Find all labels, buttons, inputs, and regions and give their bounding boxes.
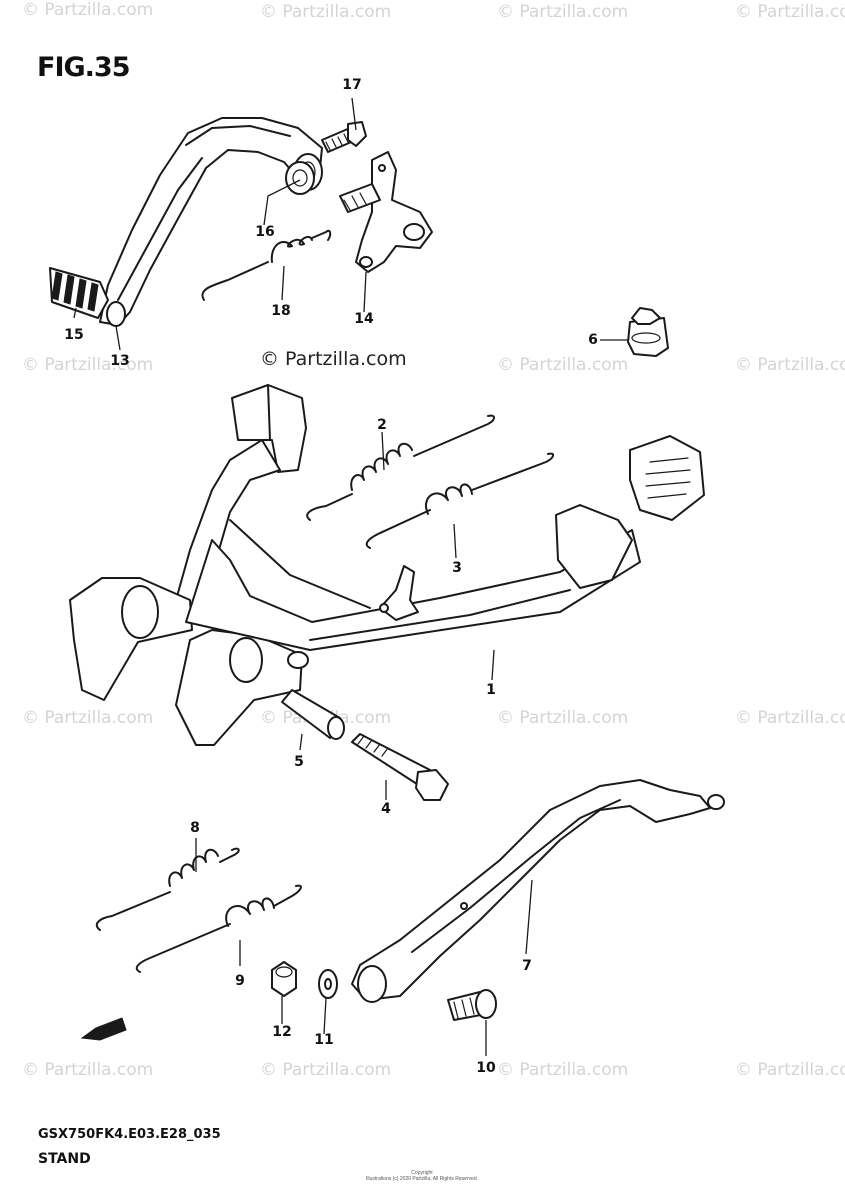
watermark: © Partzilla.com	[260, 2, 392, 22]
callout-11[interactable]: 11	[314, 1032, 334, 1048]
watermark: © Partzilla.com	[22, 355, 154, 375]
watermark: © Partzilla.com	[22, 1060, 154, 1080]
center-stand-part-1[interactable]	[69, 384, 705, 746]
pedal-rubber-part-15[interactable]	[49, 267, 109, 319]
callout-9[interactable]: 9	[235, 973, 245, 989]
spring-part-9[interactable]	[135, 884, 302, 973]
callout-7[interactable]: 7	[522, 958, 532, 974]
center-watermark: © Partzilla.com	[260, 348, 407, 370]
watermark: © Partzilla.com	[735, 708, 845, 728]
spring-part-18[interactable]	[201, 229, 332, 301]
spring-part-8[interactable]	[95, 847, 240, 931]
copyright-notice: Copyright Illustrations (c) 2020 Partzil…	[366, 1170, 478, 1182]
brake-pedal-part-13[interactable]	[99, 117, 323, 327]
side-lever-part-7[interactable]	[351, 779, 725, 1003]
callout-16[interactable]: 16	[255, 224, 275, 240]
copyright-line-2: Illustrations (c) 2020 Partzilla, All Ri…	[366, 1176, 478, 1182]
callout-8[interactable]: 8	[190, 820, 200, 836]
watermark: © Partzilla.com	[735, 355, 845, 375]
callout-5[interactable]: 5	[294, 754, 304, 770]
watermark: © Partzilla.com	[735, 2, 845, 22]
figure-title: FIG.35	[37, 52, 130, 83]
callout-13[interactable]: 13	[110, 353, 130, 369]
rubber-bumper-part-6[interactable]	[627, 307, 669, 357]
bracket-part-14[interactable]	[339, 151, 433, 273]
bush-part-16[interactable]	[285, 161, 315, 195]
bolt-part-4[interactable]	[351, 733, 449, 801]
bolt-part-10[interactable]	[447, 989, 497, 1021]
watermark: © Partzilla.com	[497, 355, 629, 375]
front-arrow-icon	[80, 1017, 127, 1041]
callout-6[interactable]: 6	[588, 332, 598, 348]
callout-12[interactable]: 12	[272, 1024, 292, 1040]
nut-part-12[interactable]	[271, 961, 297, 997]
watermark: © Partzilla.com	[22, 708, 154, 728]
watermark: © Partzilla.com	[497, 708, 629, 728]
collar-part-5[interactable]	[281, 689, 345, 740]
leader-lines	[73, 97, 628, 1056]
copyright-line-1: Copyright	[411, 1170, 433, 1176]
callout-18[interactable]: 18	[271, 303, 291, 319]
section-name: STAND	[38, 1151, 91, 1167]
callout-14[interactable]: 14	[354, 311, 374, 327]
watermark: © Partzilla.com	[497, 2, 629, 22]
watermark: © Partzilla.com	[260, 1060, 392, 1080]
spring-part-2[interactable]	[306, 414, 495, 521]
callout-15[interactable]: 15	[64, 327, 84, 343]
callout-3[interactable]: 3	[452, 560, 462, 576]
spring-part-3[interactable]	[365, 452, 554, 549]
callout-4[interactable]: 4	[381, 801, 391, 817]
model-code: GSX750FK4.E03.E28_035	[38, 1127, 221, 1142]
callout-17[interactable]: 17	[342, 77, 362, 93]
watermark: © Partzilla.com	[22, 0, 154, 20]
watermark: © Partzilla.com	[735, 1060, 845, 1080]
callout-2[interactable]: 2	[377, 417, 387, 433]
callout-10[interactable]: 10	[476, 1060, 496, 1076]
bolt-part-17[interactable]	[321, 121, 367, 153]
washer-part-11[interactable]	[318, 969, 338, 999]
callout-1[interactable]: 1	[486, 682, 496, 698]
watermark: © Partzilla.com	[497, 1060, 629, 1080]
